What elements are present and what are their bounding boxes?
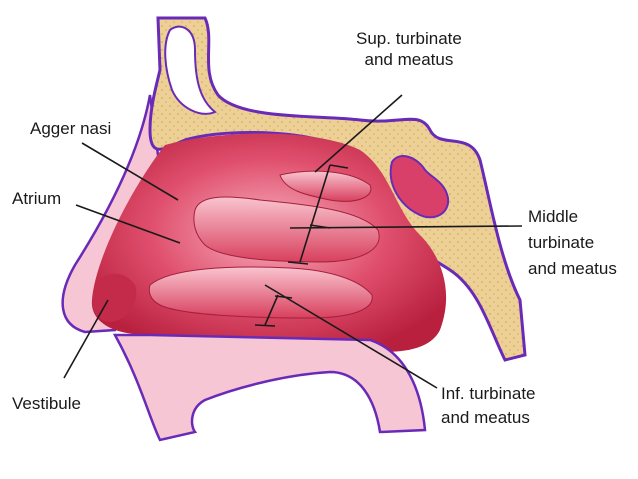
- label-agger-nasi: Agger nasi: [30, 118, 111, 139]
- label-atrium-text: Atrium: [12, 189, 62, 208]
- label-atrium: Atrium: [12, 188, 61, 209]
- leader-atrium: [75, 204, 181, 244]
- label-middle-turbinate: Middle turbinate and meatus: [528, 206, 617, 279]
- label-sup-turbinate-line2: and meatus: [364, 50, 454, 69]
- label-vestibule-text: Vestibule: [12, 394, 81, 413]
- lower-skin: [112, 333, 427, 442]
- label-middle-turbinate-line1: Middle: [528, 207, 579, 226]
- label-middle-turbinate-line3: and meatus: [528, 259, 617, 278]
- label-sup-turbinate-line1: Sup. turbinate: [356, 29, 462, 48]
- label-agger-nasi-text: Agger nasi: [30, 119, 112, 138]
- leader-vestibule: [63, 299, 109, 379]
- label-vestibule: Vestibule: [12, 393, 81, 414]
- leader-sup-turbinate: [314, 94, 403, 173]
- label-inf-turbinate: Inf. turbinate and meatus: [441, 383, 536, 428]
- frontal-sinus: [164, 25, 217, 115]
- inferior-turbinate: [148, 266, 373, 319]
- leader-inf-turbinate: [264, 284, 438, 389]
- leader-lines: [63, 94, 523, 389]
- middle-turbinate: [193, 196, 380, 263]
- label-sup-turbinate: Sup. turbinate and meatus: [356, 28, 462, 70]
- label-inf-turbinate-line1: Inf. turbinate: [441, 384, 536, 403]
- leader-agger-nasi: [81, 142, 179, 201]
- label-inf-turbinate-line2: and meatus: [441, 408, 530, 427]
- sphenoid-sinus: [389, 155, 450, 219]
- superior-turbinate: [279, 170, 372, 202]
- label-middle-turbinate-line2: turbinate: [528, 233, 595, 252]
